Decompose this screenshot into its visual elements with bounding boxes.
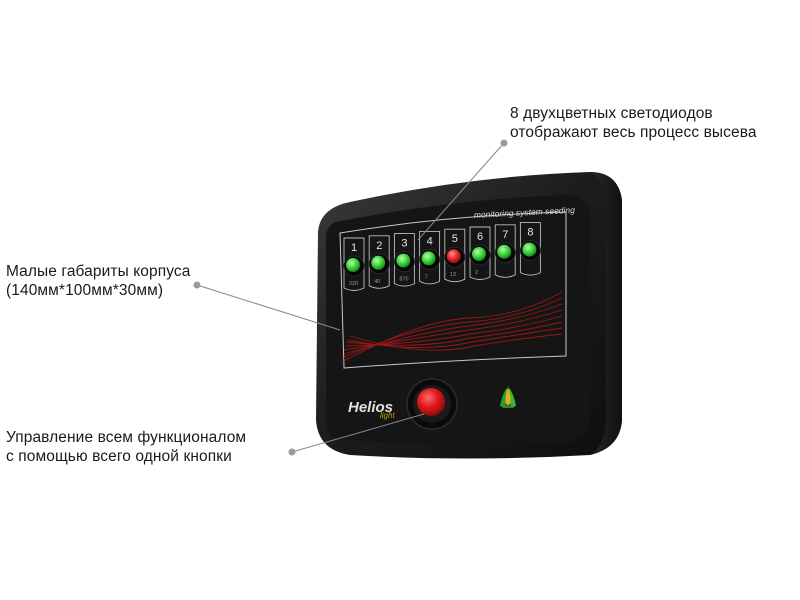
led-indicator-green — [396, 253, 411, 268]
led-indicator-green — [472, 247, 486, 261]
brand-logo: Helios — [348, 399, 393, 416]
led-channel-sublabel: 220 — [349, 281, 358, 287]
led-channel-number: 1 — [351, 242, 357, 254]
callout-size: Малые габариты корпуса (140мм*100мм*30мм… — [6, 262, 190, 300]
led-channel-number: 2 — [376, 240, 382, 252]
led-channel-7: 7 — [494, 224, 516, 278]
led-channel-6: 62 — [469, 226, 491, 280]
led-channel-frame — [469, 226, 491, 280]
callout-control-line1: Управление всем функционалом — [6, 429, 247, 446]
led-channel-2: 2 40 — [368, 235, 390, 289]
callout-leds: 8 двухцветных светодиодов отображают вес… — [510, 104, 757, 142]
led-channel-sublabel: 40 — [374, 279, 380, 285]
led-indicator-green — [497, 244, 512, 259]
led-channel-4: 47 — [419, 230, 441, 285]
led-channel-number: 3 — [401, 238, 407, 250]
led-indicator-green — [421, 251, 436, 266]
led-channel-8: 8 — [519, 222, 541, 276]
led-channel-frame — [368, 235, 390, 289]
led-channel-frame — [494, 224, 516, 278]
callout-size-line1: Малые габариты корпуса — [6, 263, 191, 280]
callout-dots — [193, 139, 508, 456]
led-channel-number: 4 — [427, 235, 433, 247]
led-channel-1: 1 220 — [343, 237, 365, 291]
led-channel-number: 8 — [527, 227, 533, 239]
led-channel-3: 3 870 — [393, 233, 415, 287]
callout-leaders — [196, 142, 505, 453]
led-channel-number: 5 — [452, 233, 458, 245]
panel-frame — [339, 211, 567, 369]
callout-size-line2: (140мм*100мм*30мм) — [6, 282, 164, 299]
led-channel-frame — [419, 230, 441, 285]
led-indicator-green — [371, 255, 386, 270]
led-channel-sublabel: 7 — [425, 274, 428, 280]
led-channel-sublabel: 2 — [475, 270, 478, 276]
led-channel-number: 6 — [477, 231, 483, 243]
brand-suffix: light — [380, 411, 395, 420]
wave-decoration — [341, 291, 563, 363]
led-channel-frame — [444, 228, 466, 283]
callout-leds-line1: 8 двухцветных светодиодов — [510, 105, 713, 122]
led-channel-sublabel: 13 — [450, 272, 456, 278]
led-indicator-red — [446, 249, 461, 264]
led-channel-5: 5 13 — [444, 228, 466, 283]
led-channel-sublabel: 870 — [399, 277, 408, 283]
callout-control: Управление всем функционалом с помощью в… — [6, 428, 246, 466]
callout-control-line2: с помощью всего одной кнопки — [6, 448, 232, 465]
led-indicator-green — [522, 242, 537, 257]
main-control-button[interactable] — [406, 378, 458, 430]
callout-leds-line2: отображают весь процесс высева — [510, 124, 757, 141]
led-channel-frame — [393, 233, 415, 287]
led-channel-number: 7 — [502, 229, 508, 241]
led-channel-frame — [519, 222, 541, 276]
led-indicator-green — [346, 258, 360, 272]
led-channel-frame — [343, 237, 365, 291]
corn-logo-icon — [500, 386, 516, 408]
